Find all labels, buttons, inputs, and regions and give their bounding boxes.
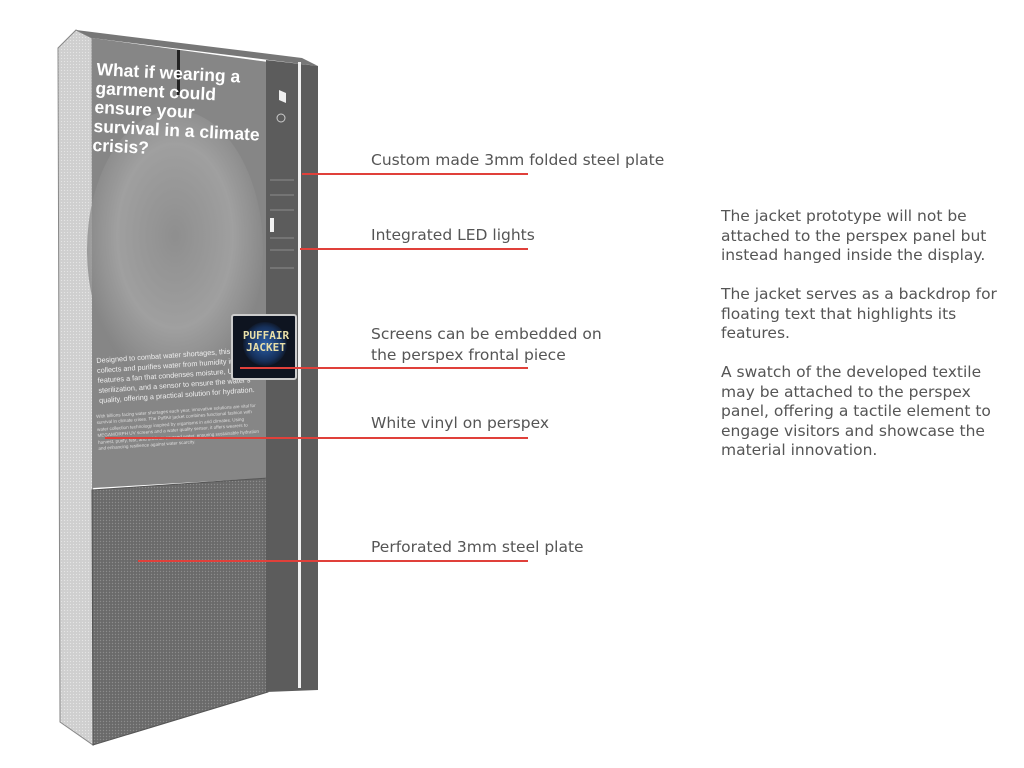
perspex-panel-overlay [92, 38, 268, 488]
annotation-perforated: Perforated 3mm steel plate [371, 538, 584, 556]
leader-line-screens [240, 367, 528, 369]
annotation-vinyl: White vinyl on perspex [371, 414, 550, 432]
note-prototype: The jacket prototype will not be attache… [721, 207, 987, 265]
annotation-screens: Screens can be embedded on the perspex f… [371, 325, 602, 364]
leader-line-steel-plate [302, 173, 528, 175]
led-light-strip [298, 62, 301, 688]
annotation-led-lights: Integrated LED lights [371, 226, 535, 244]
perforated-steel-plate [91, 477, 269, 746]
display-kiosk-drawing [57, 29, 318, 746]
screen-title: PUFFAIR JACKET [242, 329, 290, 354]
jacket-image [243, 322, 287, 366]
kiosk-side-panel [57, 29, 94, 746]
kiosk-top-frame [76, 30, 318, 66]
info-column-marker [270, 218, 274, 232]
note-swatch: A swatch of the developed textile may be… [721, 363, 991, 460]
badge-icon [276, 113, 286, 123]
poster-headline: What if wearing a garment could ensure y… [92, 59, 261, 158]
hanging-rod [177, 50, 180, 95]
leader-line-vinyl [105, 437, 528, 439]
embedded-screen: PUFFAIR JACKET [231, 314, 297, 380]
leader-line-perforated [138, 560, 528, 562]
info-column-lines [270, 179, 294, 269]
leader-line-led-lights [300, 248, 528, 250]
annotation-steel-plate: Custom made 3mm folded steel plate [371, 151, 665, 169]
jacket-backdrop [87, 110, 263, 390]
logo-icon [279, 90, 286, 103]
note-backdrop: The jacket serves as a backdrop for floa… [721, 285, 997, 343]
